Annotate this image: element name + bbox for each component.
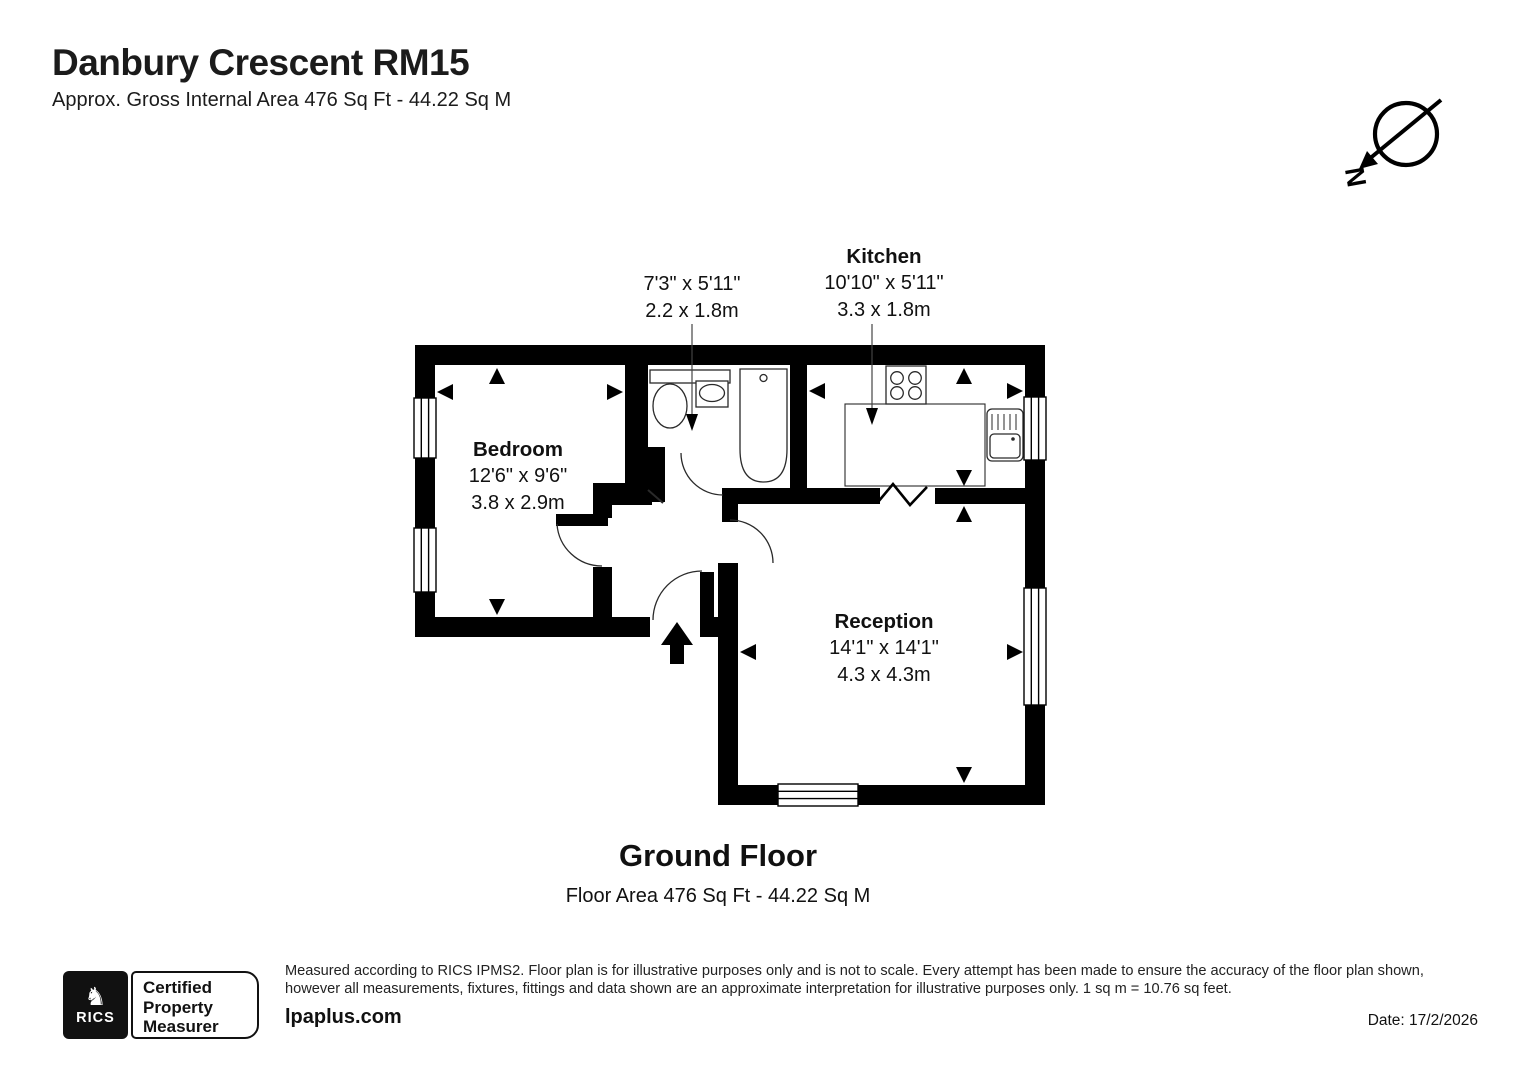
reception-metric: 4.3 x 4.3m <box>837 663 931 686</box>
bedroom-metric: 3.8 x 2.9m <box>471 491 565 514</box>
cert-line-1: Certified <box>143 978 212 997</box>
compass-arrowhead <box>1359 151 1378 169</box>
reception-arrow-up <box>956 506 972 522</box>
bedroom-arrow-right <box>607 384 623 400</box>
floor-title: Ground Floor <box>618 838 818 873</box>
kitchen-arrow-down <box>956 470 972 486</box>
kitchen-name: Kitchen <box>846 245 922 268</box>
sink-basin <box>989 433 1021 459</box>
bedroom-arrow-down <box>489 599 505 615</box>
toilet-cistern <box>649 369 731 384</box>
hob <box>885 365 927 405</box>
cert-line-2: Property <box>143 997 213 1017</box>
entrance-door-leaf <box>700 572 714 620</box>
bathtub <box>739 368 788 483</box>
measure-arrows <box>437 368 1023 783</box>
bedroom-name: Bedroom <box>473 438 563 461</box>
kitchen-window <box>1023 396 1047 461</box>
kitchen-metric: 3.3 x 1.8m <box>837 298 931 321</box>
bathtub-drain <box>759 373 768 383</box>
compass-circle <box>1372 100 1440 168</box>
website-text: lpaplus.com <box>285 1006 402 1028</box>
rics-logo-text: RICS <box>76 1010 115 1026</box>
bedroom-window-upper <box>413 397 437 459</box>
bedroom-arrow-up <box>489 368 505 384</box>
entrance-arrow <box>661 622 693 664</box>
page-title: Danbury Crescent RM15 <box>52 42 470 83</box>
entrance-door-arc <box>652 570 703 621</box>
reception-arrow-down <box>956 767 972 783</box>
reception-window-right <box>1023 587 1047 706</box>
walls <box>415 345 1045 805</box>
bedroom-imperial: 12'6" x 9'6" <box>468 465 568 487</box>
kitchen-arrow-up <box>956 368 972 384</box>
kitchen-opening-zigzag <box>877 481 928 507</box>
door-arcs <box>556 452 774 621</box>
bathroom-fixtures <box>649 368 788 483</box>
page-subtitle: Approx. Gross Internal Area 476 Sq Ft - … <box>52 89 512 111</box>
kitchen-fixtures <box>844 365 1024 487</box>
bathroom-door-arc <box>680 452 724 496</box>
kitchen-imperial: 10'10" x 5'11" <box>824 272 944 294</box>
reception-arrow-left <box>740 644 756 660</box>
kitchen-arrow-right <box>1007 383 1023 399</box>
reception-name: Reception <box>834 610 934 633</box>
compass-needle <box>1366 98 1443 162</box>
leader-lines <box>691 324 873 416</box>
reception-arrow-right <box>1007 644 1023 660</box>
bedroom-door-leaf <box>556 514 608 526</box>
bathroom-door-tick <box>647 489 664 504</box>
date-text: Date: 17/2/2026 <box>1367 1012 1478 1029</box>
reception-window-bottom <box>777 783 859 807</box>
reception-door-arc <box>729 519 774 564</box>
cert-line-3: Measurer <box>143 1017 219 1036</box>
certified-measurer-badge: Certified Property Measurer <box>131 971 259 1039</box>
basin-bowl <box>698 383 726 403</box>
reception-imperial: 14'1" x 14'1" <box>829 637 939 659</box>
north-compass: N <box>1340 98 1443 189</box>
bedroom-window-lower <box>413 527 437 593</box>
leader-arrowheads <box>686 408 878 431</box>
bedroom-arrow-left <box>437 384 453 400</box>
windows <box>413 396 1047 807</box>
reception-label: Reception 14'1" x 14'1" 4.3 x 4.3m <box>734 608 1034 688</box>
bathroom-imperial: 7'3" x 5'11" <box>643 273 741 295</box>
kitchen-arrow-left <box>809 383 825 399</box>
sink-drainer <box>991 414 1017 430</box>
bathroom-metric: 2.2 x 1.8m <box>645 299 739 322</box>
toilet-bowl <box>652 383 688 429</box>
bedroom-door-arc <box>556 523 603 567</box>
bedroom-label: Bedroom 12'6" x 9'6" 3.8 x 2.9m <box>368 436 668 516</box>
bathroom-label: 7'3" x 5'11" 2.2 x 1.8m <box>542 271 842 324</box>
kitchen-label: Kitchen 10'10" x 5'11" 3.3 x 1.8m <box>734 243 1034 323</box>
compass-north-label: N <box>1340 165 1373 189</box>
rics-logo: ♞ RICS <box>63 971 128 1039</box>
rics-crest-icon: ♞ <box>84 982 107 1011</box>
disclaimer-text: Measured according to RICS IPMS2. Floor … <box>285 963 1424 997</box>
floor-area: Floor Area 476 Sq Ft - 44.22 Sq M <box>565 885 871 907</box>
